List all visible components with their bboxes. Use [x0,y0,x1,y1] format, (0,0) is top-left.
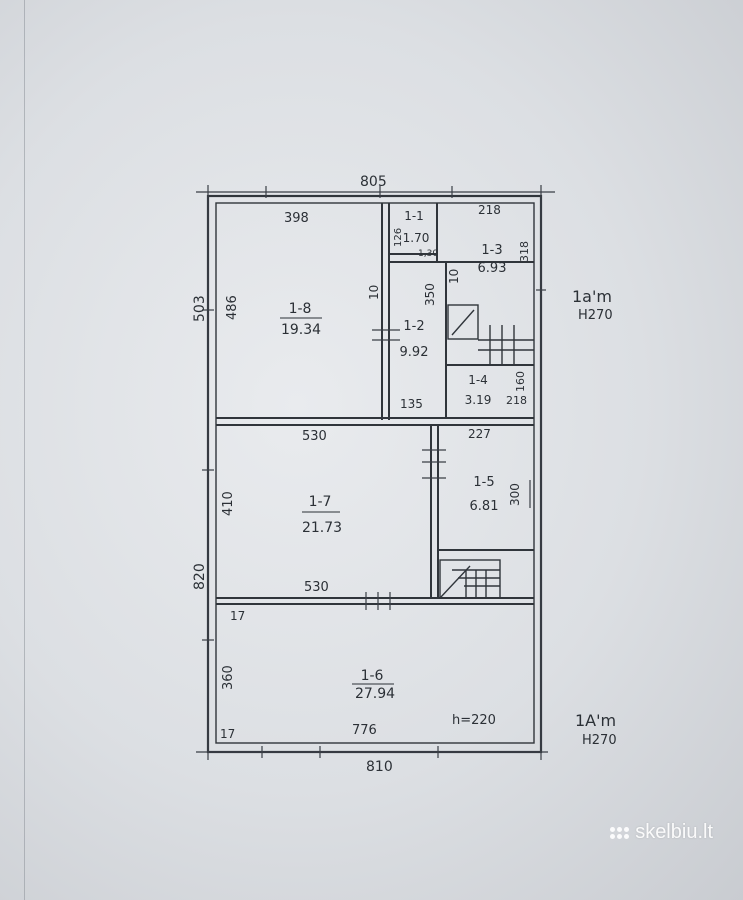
dim-room17-height: 410 [221,491,236,516]
side-annotations: 1a'm H270 1A'm H270 h=220 [452,287,617,748]
dim-wall-10b: 10 [447,269,461,284]
floor-label-bottom: 1A'm [575,711,616,730]
basement-height: h=220 [452,713,496,728]
dim-160: 160 [514,371,527,392]
room-1-1-area: 1.70 [403,231,430,245]
dim-135: 135 [400,397,423,411]
room-1-3-id: 1-3 [481,243,502,258]
room-1-2-area: 9.92 [400,345,429,360]
room-labels: 1-8 19.34 1-1 1.70 1-3 6.93 1-2 9.92 1-4… [280,209,506,702]
paper-fold-line [24,0,25,900]
dim-mid-530-top: 530 [302,429,327,444]
dim-17a: 17 [230,609,245,623]
dimension-labels: 805 810 503 820 398 486 10 10 350 126 1,… [192,174,531,775]
dim-126: 126 [393,228,404,247]
dim-227: 227 [468,427,491,441]
dim-room16-width: 776 [352,723,377,738]
dim-130: 1,30 [418,249,438,259]
dim-wall-10a: 10 [367,285,381,300]
height-top: H270 [578,308,613,323]
watermark-dots-icon [610,826,630,839]
interior-walls [216,203,534,605]
room-1-7-area: 21.73 [302,520,342,536]
dim-top-overall: 805 [360,174,387,190]
room-1-8-id: 1-8 [289,301,312,317]
dim-room18-height: 486 [225,295,240,320]
dim-17b: 17 [220,727,235,741]
room-1-4-area: 3.19 [465,393,492,407]
room-1-1-id: 1-1 [404,209,424,223]
room-1-5-area: 6.81 [470,499,499,514]
dim-room15-height: 300 [508,483,522,506]
dim-mid-530-bottom: 530 [304,580,329,595]
dim-left-lower: 820 [192,563,208,590]
dim-left-upper: 503 [192,295,208,322]
dim-room16-height: 360 [221,665,236,690]
room-1-2-id: 1-2 [403,319,424,334]
room-1-8-area: 19.34 [281,322,321,338]
room-1-6-area: 27.94 [355,686,395,702]
room-1-5-id: 1-5 [473,475,494,490]
dim-218-top: 218 [478,203,501,217]
height-bottom: H270 [582,733,617,748]
room-1-6-id: 1-6 [361,668,384,684]
watermark: skelbiu.lt [610,821,713,844]
stairs [439,304,534,599]
watermark-text: skelbiu.lt [635,821,713,843]
dim-318: 318 [518,241,531,262]
room-1-3-area: 6.93 [478,261,507,276]
room-1-4-id: 1-4 [468,373,488,387]
dim-bottom-overall: 810 [366,759,393,775]
floor-label-top: 1a'm [572,287,612,306]
dim-350: 350 [423,283,437,306]
dim-218-bottom: 218 [506,394,527,407]
room-1-7-id: 1-7 [309,494,332,510]
dimension-lines [196,185,555,760]
dim-room18-width: 398 [284,211,309,226]
